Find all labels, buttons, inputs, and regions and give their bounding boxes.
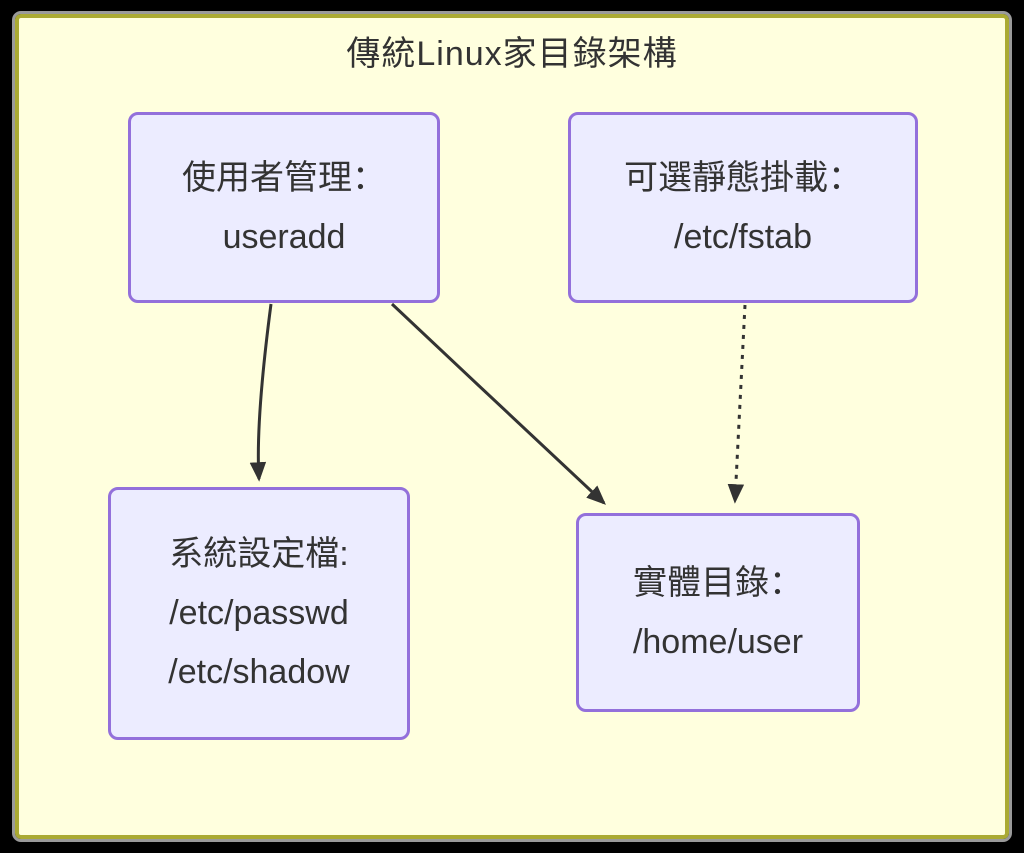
node-line: /etc/shadow <box>168 653 350 691</box>
node-line: 系統設定檔: <box>169 535 349 573</box>
node-user-management: 使用者管理： useradd <box>128 112 440 303</box>
node-line: /etc/fstab <box>674 217 812 256</box>
node-line: 可選靜態掛載： <box>624 158 862 197</box>
node-physical-directory: 實體目錄： /home/user <box>576 513 860 712</box>
diagram-title: 傳統Linux家目錄架構 <box>346 35 678 73</box>
node-line: 實體目錄： <box>633 563 803 602</box>
node-line: /etc/passwd <box>169 594 349 632</box>
node-line: useradd <box>222 217 346 256</box>
node-line: 使用者管理： <box>182 158 386 197</box>
node-line: /home/user <box>632 622 804 661</box>
node-fstab-mount: 可選靜態掛載： /etc/fstab <box>568 112 918 303</box>
node-system-config-files: 系統設定檔: /etc/passwd /etc/shadow <box>108 487 410 740</box>
